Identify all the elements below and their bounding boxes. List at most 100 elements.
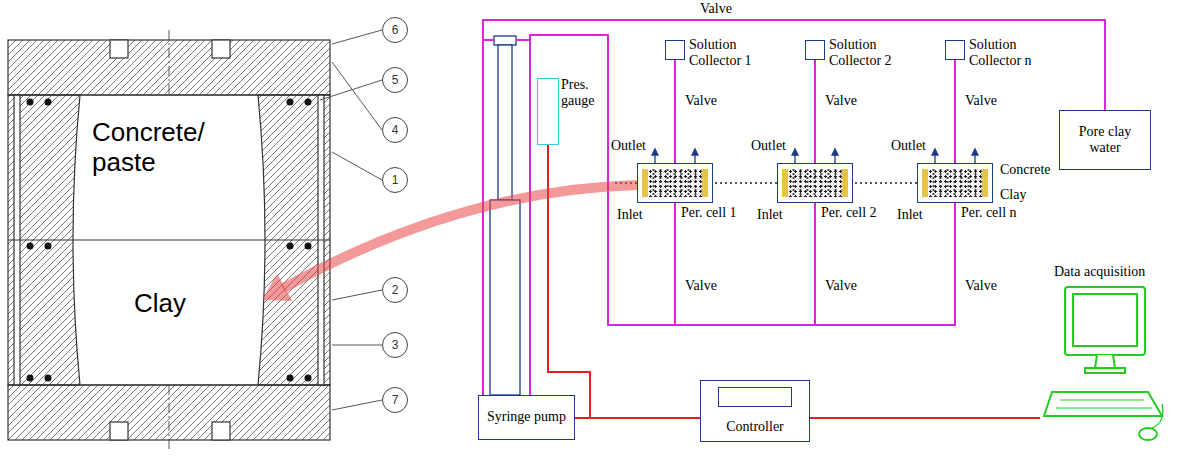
callout-number: 5 xyxy=(382,67,408,93)
permeation-cell: Per. cell 2 xyxy=(777,163,853,203)
bolt-notch xyxy=(110,40,128,58)
node-label: Syringe pump xyxy=(487,409,566,425)
node-label: Per. cell 2 xyxy=(821,205,877,221)
outlet-head xyxy=(832,149,838,155)
arrow-head xyxy=(262,274,292,301)
connector xyxy=(955,60,956,163)
node-label: Controller xyxy=(726,419,784,435)
part-label: Valve xyxy=(965,278,997,294)
o-rings xyxy=(27,99,312,382)
clay-region: Clay xyxy=(82,243,258,383)
permeation-cell: Per. cell 1 xyxy=(637,163,713,203)
callout-number: 1 xyxy=(382,167,408,193)
screen xyxy=(1073,294,1137,346)
solution-collector: Solution Collector 2 xyxy=(805,40,825,60)
part-label: Concrete xyxy=(1000,162,1051,178)
part-label: Outlet xyxy=(611,138,646,154)
node-label: Data acquisition xyxy=(1054,264,1145,280)
part-label: Valve xyxy=(825,93,857,109)
outlet-head xyxy=(792,149,798,155)
monitor-stand xyxy=(1085,355,1125,373)
bolt-notch xyxy=(110,422,128,440)
drawing-part xyxy=(332,62,382,130)
drawing-part xyxy=(27,243,34,250)
node-label: Pres. gauge xyxy=(561,77,605,109)
callout-number: 2 xyxy=(382,277,408,303)
mouse xyxy=(1139,428,1157,440)
connector xyxy=(815,60,816,163)
connector xyxy=(675,60,676,163)
part-label: Inlet xyxy=(757,207,783,223)
cell-sample xyxy=(642,169,708,197)
bolt-notch xyxy=(212,40,230,58)
concrete-region: Concrete/ paste xyxy=(82,98,258,237)
connector-line xyxy=(530,35,955,395)
computer-strokes xyxy=(1044,287,1163,440)
connector-line xyxy=(810,417,1040,419)
outlet-head xyxy=(692,149,698,155)
part-label: Valve xyxy=(700,1,732,17)
drawing-part xyxy=(332,152,382,180)
connector-line xyxy=(283,185,637,288)
callout-number: 3 xyxy=(382,332,408,358)
permeation-cell: Per. cell n xyxy=(917,163,993,203)
center-mark xyxy=(169,30,170,452)
computer-icon xyxy=(1040,282,1170,447)
drawing-part xyxy=(45,243,52,250)
part-label: Valve xyxy=(685,93,717,109)
connector-line xyxy=(483,20,1105,395)
cell-section xyxy=(8,30,330,452)
part-label: Valve xyxy=(825,278,857,294)
callout-number: 6 xyxy=(382,17,408,43)
callout-leaders xyxy=(320,30,382,410)
outlet-head xyxy=(932,149,938,155)
part-label: Outlet xyxy=(751,138,786,154)
drawing-part xyxy=(332,345,382,346)
syringe-pump-box: Syringe pump xyxy=(478,395,575,440)
drawing-part xyxy=(483,39,494,41)
connector xyxy=(530,35,675,395)
node-label: Per. cell 1 xyxy=(681,205,737,221)
computer: Data acquisition xyxy=(1040,282,1170,447)
pore-water-tank: Pore clay water xyxy=(1059,110,1151,170)
drawing-part xyxy=(516,39,530,41)
outlet-head xyxy=(652,149,658,155)
node-label: Pore clay water xyxy=(1065,124,1145,156)
pipe-stubs xyxy=(483,39,530,41)
part-label: Inlet xyxy=(897,207,923,223)
node-label: Clay xyxy=(134,289,250,319)
drawing-part xyxy=(305,99,312,106)
drawing-part xyxy=(287,375,294,382)
drawing-part xyxy=(305,375,312,382)
node-label: Solution Collector n xyxy=(969,37,1049,69)
node-label: Concrete/ paste xyxy=(92,118,250,178)
pressure-gauge: Pres. gauge xyxy=(537,78,559,145)
drawing-part xyxy=(45,99,52,106)
drawing-part xyxy=(305,243,312,250)
solution-collector: Solution Collector 1 xyxy=(665,40,685,60)
drawing-part xyxy=(287,243,294,250)
connector-line xyxy=(530,35,675,395)
drawing-part xyxy=(287,99,294,106)
callout-number: 7 xyxy=(382,387,408,413)
connector xyxy=(530,35,815,395)
part-label: Clay xyxy=(1000,187,1026,203)
drawing-part xyxy=(332,290,382,300)
syringe-body xyxy=(490,36,520,395)
controller-box: Controller xyxy=(700,380,810,442)
connector xyxy=(262,185,637,301)
node-label: Solution Collector 1 xyxy=(689,37,769,69)
interface-line xyxy=(8,239,330,240)
node-label: Solution Collector 2 xyxy=(829,37,909,69)
drawing-part xyxy=(498,45,512,200)
drawing-part xyxy=(45,375,52,382)
controller-display xyxy=(718,387,792,407)
drawing-part xyxy=(27,99,34,106)
drawing-part xyxy=(490,200,520,395)
part-label: Valve xyxy=(685,278,717,294)
connector xyxy=(530,35,955,395)
connector xyxy=(483,20,1105,395)
callout-number: 4 xyxy=(382,117,408,143)
connector-line xyxy=(530,35,815,395)
